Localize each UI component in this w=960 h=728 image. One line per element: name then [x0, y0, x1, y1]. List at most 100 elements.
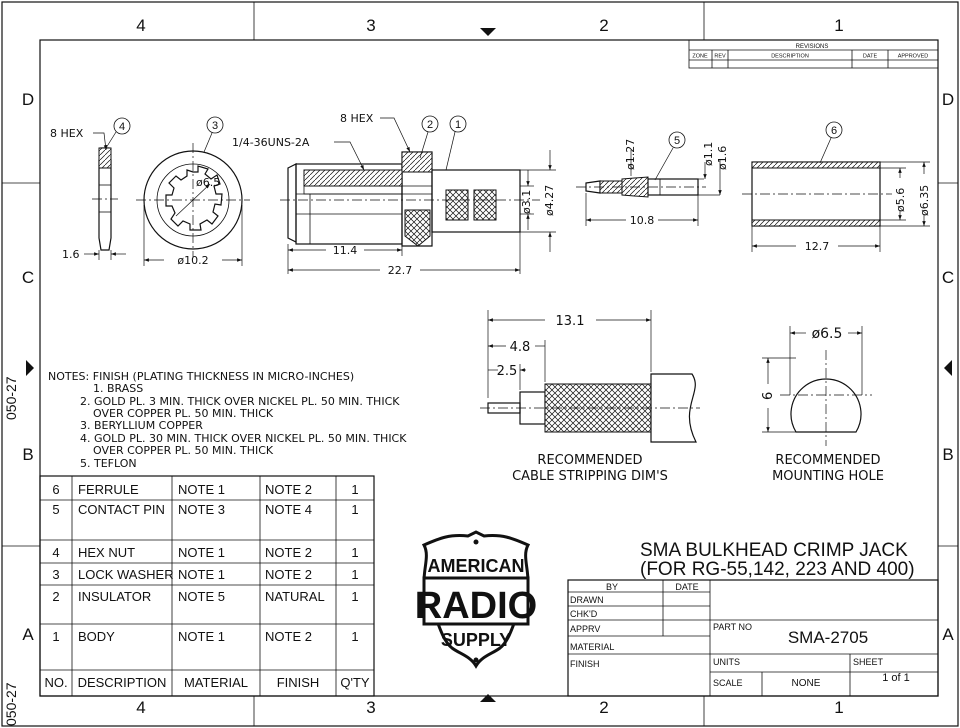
dim-body-d31: ø3.1	[520, 190, 533, 214]
caption-stripping-1: RECOMMENDED	[537, 453, 642, 468]
bom-row3-qty: 1	[351, 567, 358, 582]
dim-body-d427: ø4.27	[543, 185, 556, 216]
tb-units-label: UNITS	[713, 657, 740, 667]
part-body-assembly: 1/4-36UNS-2A 8 HEX 2 1 ø3.1 ø4.27 11.4 2…	[232, 112, 556, 277]
bom-header-material: MATERIAL	[184, 675, 248, 690]
dim-pin-length: 10.8	[630, 214, 655, 227]
zone-right-c: C	[942, 268, 954, 287]
cable-stripping-view: 13.1 4.8 2.5 RECOMMENDED CABLE STRIPPING…	[480, 310, 700, 484]
note-line-3: OVER COPPER PL. 50 MIN. THICK	[93, 407, 274, 420]
tb-apprv-label: APPRV	[570, 624, 600, 634]
zone-labels: 4 3 2 1 4 3 2 1 D C B A D C B A	[22, 16, 954, 717]
caption-mounting-1: RECOMMENDED	[775, 453, 880, 468]
callout-thread: 1/4-36UNS-2A	[232, 136, 310, 149]
note-line-4: 3. BERYLLIUM COPPER	[80, 419, 203, 432]
balloon-1: 1	[455, 119, 461, 131]
tb-part-number: SMA-2705	[788, 628, 868, 647]
bom-row5-qty: 1	[351, 502, 358, 517]
bom-row2-material: NOTE 5	[178, 589, 225, 604]
part-ferrule: ø5.6 ø6.35 12.7 6	[742, 121, 931, 253]
revisions-col-description: DESCRIPTION	[771, 54, 809, 60]
part-hex-nut: 1.6 8 HEX 4	[50, 117, 131, 261]
balloon-5: 5	[674, 135, 680, 147]
zone-bottom-2: 2	[599, 698, 608, 717]
bom-row2-desc: INSULATOR	[78, 589, 151, 604]
dim-hexnut-width: 1.6	[62, 248, 80, 261]
notes-header: NOTES: FINISH (PLATING THICKNESS IN MICR…	[48, 370, 354, 383]
callout-hex-left: 8 HEX	[50, 127, 84, 140]
bom-row3-desc: LOCK WASHER	[78, 567, 174, 582]
center-mark-right-icon	[944, 360, 952, 376]
bom-row5-desc: CONTACT PIN	[78, 502, 165, 517]
zone-left-c: C	[22, 268, 34, 287]
dim-pin-d11: ø1.1	[702, 142, 715, 166]
bom-row4-material: NOTE 1	[178, 545, 225, 560]
part-contact-pin: ø1.27 ø1.1 ø1.6 10.8 5	[576, 131, 729, 227]
zone-top-1: 1	[834, 16, 843, 35]
title-block: SMA BULKHEAD CRIMP JACK (FOR RG-55,142, …	[567, 540, 939, 697]
zone-right-d: D	[942, 90, 954, 109]
revisions-title: REVISIONS	[796, 44, 829, 50]
zone-bottom-3: 3	[366, 698, 375, 717]
note-line-6: OVER COPPER PL. 50 MIN. THICK	[93, 444, 274, 457]
bom-row2-qty: 1	[351, 589, 358, 604]
revisions-col-date: DATE	[863, 54, 878, 60]
bom-row1-no: 1	[52, 629, 59, 644]
callout-hex-mid: 8 HEX	[340, 112, 374, 125]
side-code-upper: 050-27	[3, 376, 19, 420]
zone-right-b: B	[942, 445, 953, 464]
bom-header-no: NO.	[44, 675, 67, 690]
dim-body-11: 11.4	[333, 244, 358, 257]
tb-scale-value: NONE	[792, 678, 821, 689]
zone-left-a: A	[22, 625, 34, 644]
drawing-title-line2: (FOR RG-55,142, 223 AND 400)	[640, 559, 915, 580]
bom-row6-qty: 1	[351, 482, 358, 497]
bom-row1-desc: BODY	[78, 629, 115, 644]
center-mark-bottom-icon	[480, 694, 496, 702]
logo-supply: SUPPLY	[441, 630, 511, 650]
bom-table: 6 FERRULE NOTE 1 NOTE 2 1 5 CONTACT PIN …	[39, 475, 375, 697]
dim-washer-od: ø10.2	[177, 254, 208, 267]
tb-sheet-value: 1 of 1	[882, 672, 910, 684]
dim-ferrule-length: 12.7	[805, 240, 830, 253]
bom-row1-qty: 1	[351, 629, 358, 644]
bom-row5-finish: NOTE 4	[265, 502, 312, 517]
tb-partno-label: PART NO	[713, 622, 752, 632]
logo-american: AMERICAN	[428, 556, 525, 576]
center-mark-left-icon	[26, 360, 34, 376]
dim-hole-6: 6	[761, 392, 776, 400]
bom-row2-finish: NATURAL	[265, 589, 325, 604]
dim-ferrule-d635: ø6.35	[918, 185, 931, 216]
center-mark-top-icon	[480, 28, 496, 36]
balloon-2: 2	[427, 119, 433, 131]
tb-date-label: DATE	[675, 582, 698, 592]
dim-pin-d127: ø1.27	[624, 139, 637, 170]
zone-top-4: 4	[136, 16, 145, 35]
zone-bottom-1: 1	[834, 698, 843, 717]
tb-chkd-label: CHK'D	[570, 609, 598, 619]
revisions-col-approved: APPROVED	[898, 54, 929, 60]
bom-row6-no: 6	[52, 482, 59, 497]
dim-strip-48: 4.8	[510, 340, 531, 355]
balloon-3: 3	[212, 120, 218, 132]
bom-row4-desc: HEX NUT	[78, 545, 135, 560]
side-code-lower: 050-27	[3, 682, 19, 726]
bom-header-description: DESCRIPTION	[78, 675, 167, 690]
balloon-6: 6	[831, 125, 837, 137]
part-lock-washer: ø6.5 ø10.2 3	[136, 116, 250, 267]
bom-row3-material: NOTE 1	[178, 567, 225, 582]
bom-row5-no: 5	[52, 502, 59, 517]
bom-row6-finish: NOTE 2	[265, 482, 312, 497]
caption-stripping-2: CABLE STRIPPING DIM'S	[512, 469, 668, 484]
dim-strip-13: 13.1	[556, 314, 585, 329]
drawing-title-line1: SMA BULKHEAD CRIMP JACK	[640, 540, 908, 561]
tb-by-label: BY	[606, 582, 618, 592]
tb-scale-label: SCALE	[713, 678, 743, 688]
logo-radio: RADIO	[415, 585, 537, 627]
note-line-7: 5. TEFLON	[80, 457, 137, 470]
zone-bottom-4: 4	[136, 698, 145, 717]
dim-body-22: 22.7	[388, 264, 413, 277]
balloon-4: 4	[119, 121, 125, 133]
note-line-5: 4. GOLD PL. 30 MIN. THICK OVER NICKEL PL…	[80, 432, 407, 445]
